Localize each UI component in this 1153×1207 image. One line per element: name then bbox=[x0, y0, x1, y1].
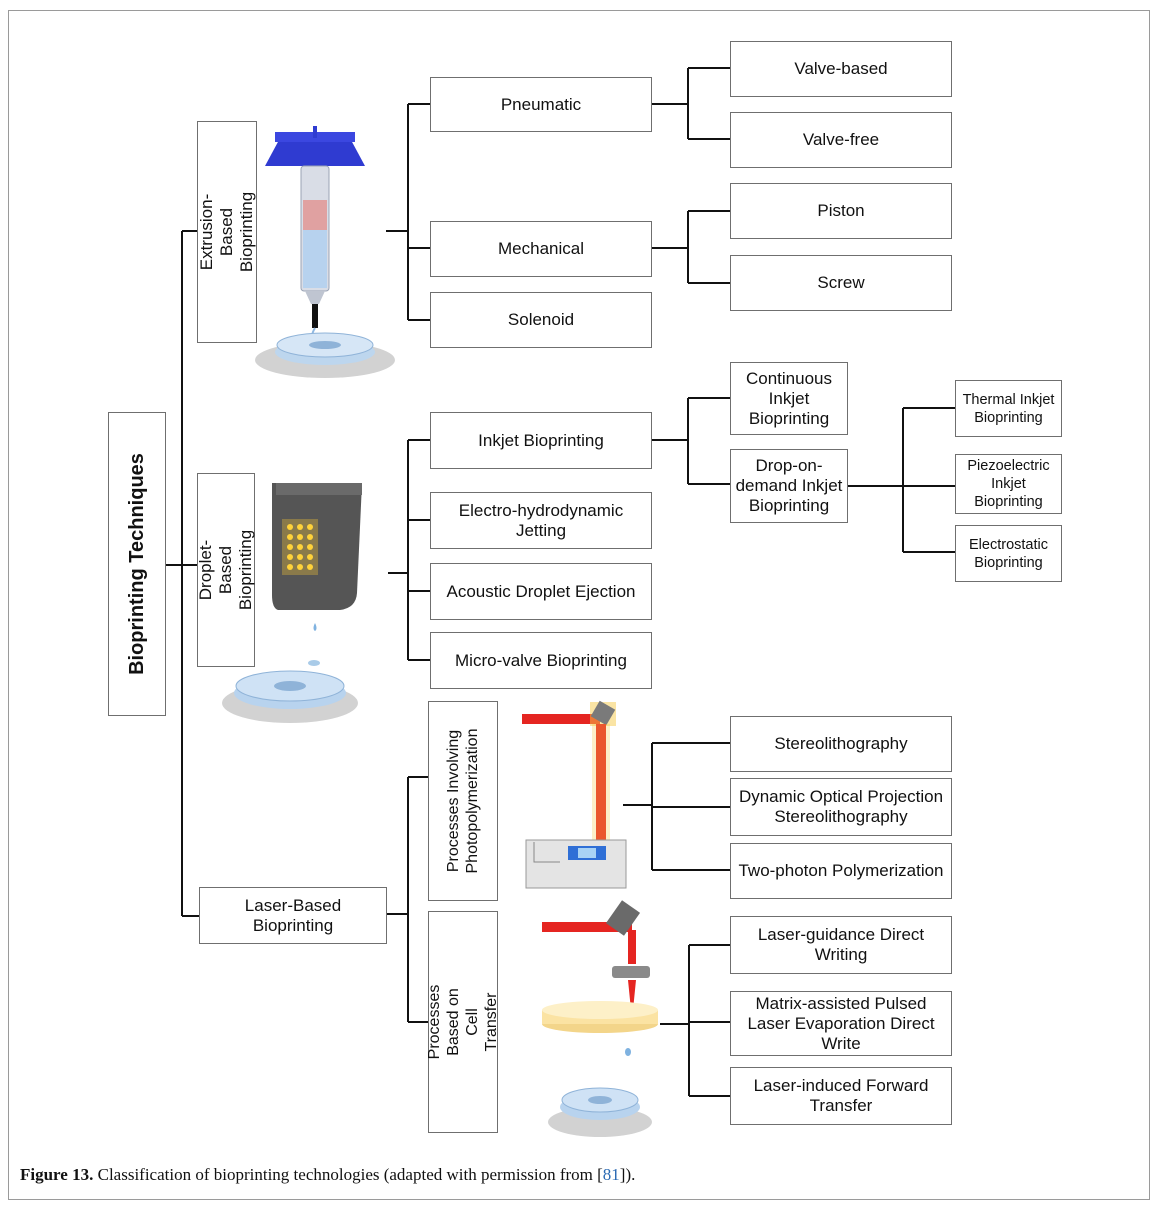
syringe-illustration bbox=[255, 126, 395, 378]
mechanical-box: Mechanical bbox=[430, 221, 652, 277]
figure-number: Figure 13. bbox=[20, 1165, 94, 1184]
piston-box: Piston bbox=[730, 183, 952, 239]
citation-link[interactable]: 81 bbox=[602, 1165, 620, 1184]
piezoelectric-inkjet-box: Piezoelectric Inkjet Bioprinting bbox=[955, 454, 1062, 514]
root-label: Bioprinting Techniques bbox=[126, 453, 148, 675]
electrostatic-box: Electrostatic Bioprinting bbox=[955, 525, 1062, 582]
solenoid-box: Solenoid bbox=[430, 292, 652, 348]
valve-free-box: Valve-free bbox=[730, 112, 952, 168]
ade-box: Acoustic Droplet Ejection bbox=[430, 563, 652, 620]
photopolymerization-label: Processes Involving Photopolymerization bbox=[445, 728, 481, 874]
ehd-box: Electro-hydrodynamic Jetting bbox=[430, 492, 652, 549]
droplet-label: Droplet-Based Bioprinting bbox=[196, 529, 255, 611]
two-photon-box: Two-photon Polymerization bbox=[730, 843, 952, 899]
lgdw-box: Laser-guidance Direct Writing bbox=[730, 916, 952, 974]
dod-inkjet-box: Drop-on-demand Inkjet Bioprinting bbox=[730, 449, 848, 523]
cell-transfer-box: Processes Based on Cell Transfer bbox=[426, 911, 500, 1133]
cell-transfer-illustration bbox=[542, 900, 658, 1137]
inkjet-box: Inkjet Bioprinting bbox=[430, 412, 652, 469]
maple-dw-box: Matrix-assisted Pulsed Laser Evaporation… bbox=[730, 991, 952, 1056]
photopolymerization-illustration bbox=[522, 700, 627, 889]
valve-based-box: Valve-based bbox=[730, 41, 952, 97]
figure-frame bbox=[8, 10, 1150, 1200]
figure-caption: Figure 13. Classification of bioprinting… bbox=[20, 1165, 635, 1185]
lift-box: Laser-induced Forward Transfer bbox=[730, 1067, 952, 1125]
droplet-box: Droplet-Based Bioprinting bbox=[196, 473, 255, 667]
caption-end: ]). bbox=[619, 1165, 636, 1184]
caption-text: Classification of bioprinting technologi… bbox=[97, 1165, 603, 1184]
photopolymerization-box: Processes Involving Photopolymerization bbox=[428, 701, 498, 901]
pneumatic-box: Pneumatic bbox=[430, 77, 652, 132]
extrusion-box: Extrusion-Based Bioprinting bbox=[197, 121, 257, 343]
root-box: Bioprinting Techniques bbox=[108, 412, 166, 716]
cell-transfer-label: Processes Based on Cell Transfer bbox=[426, 984, 500, 1060]
continuous-inkjet-box: Continuous Inkjet Bioprinting bbox=[730, 362, 848, 435]
inkjet-cartridge-illustration bbox=[222, 483, 362, 723]
screw-box: Screw bbox=[730, 255, 952, 311]
thermal-inkjet-box: Thermal Inkjet Bioprinting bbox=[955, 380, 1062, 437]
extrusion-label: Extrusion-Based Bioprinting bbox=[197, 191, 256, 273]
laser-box: Laser-Based Bioprinting bbox=[199, 887, 387, 944]
dops-box: Dynamic Optical Projection Stereolithogr… bbox=[730, 778, 952, 836]
micro-valve-box: Micro-valve Bioprinting bbox=[430, 632, 652, 689]
stereolithography-box: Stereolithography bbox=[730, 716, 952, 772]
